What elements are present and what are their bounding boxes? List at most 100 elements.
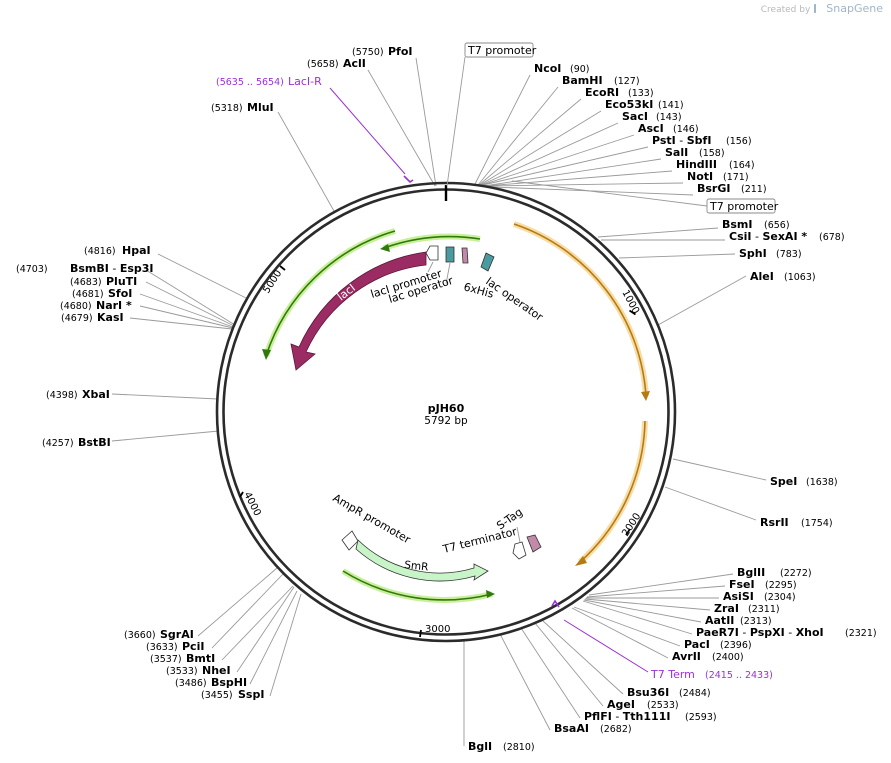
site-enzyme-pcii-0: PciI [182,640,204,653]
restriction-site-bsaai[interactable]: BsaAI(2682) [554,722,632,735]
site-name-sphi: SphI [739,247,767,260]
restriction-site-paer7i[interactable]: PaeR7I - PspXI - XhoI (2321) [696,626,877,639]
site-name-asisi: AsiSI [723,590,754,603]
restriction-site-fsei[interactable]: FseI(2295) [729,578,797,591]
site-position-aatii: (2313) [740,616,772,627]
restriction-site-paci[interactable]: PacI(2396) [684,638,752,651]
site-callout-zrai [584,598,711,611]
restriction-site-sali[interactable]: SalI(158) [665,146,725,159]
restriction-site-bglii[interactable]: BglII(2272) [737,566,812,579]
restriction-site-bsmi[interactable]: BsmI(656) [722,218,790,231]
restriction-site-noti[interactable]: NotI(171) [687,170,749,183]
site-callout-pfoi [415,57,437,187]
t7-terminator-glyph[interactable] [512,541,527,560]
site-enzyme-bsmbi-1: Esp3I [120,262,154,275]
restriction-site-sfoi[interactable]: SfoI(4681) [72,287,132,300]
site-name-kasi: KasI [97,311,124,324]
restriction-site-bmti[interactable]: BmtI(3537) [150,652,215,665]
site-enzyme-ncoi-0: NcoI [534,62,561,75]
s-tag-glyph[interactable] [526,534,542,553]
site-position-psti: (156) [726,136,752,147]
restriction-site-ecori[interactable]: EcoRI(133) [585,86,654,99]
restriction-site-saci[interactable]: SacI(143) [622,110,682,123]
site-enzyme-zrai-0: ZraI [714,602,739,615]
restriction-site-sphi[interactable]: SphI(783) [739,247,802,260]
site-position-csii: (678) [819,232,845,243]
restriction-site-bstbi[interactable]: BstBI(4257) [42,436,111,449]
sixhis-glyph[interactable] [461,247,469,264]
site-enzyme-avrii-0: AvrII [672,650,701,663]
restriction-site-alei[interactable]: AleI(1063) [750,270,816,283]
restriction-site-bamhi[interactable]: BamHI(127) [562,74,640,87]
restriction-site-mlui[interactable]: MluI(5318) [211,101,274,114]
site-enzyme-alei-0: AleI [750,270,774,283]
restriction-site-bsu36i[interactable]: Bsu36I(2484) [627,686,711,699]
restriction-site-bsrgi[interactable]: BsrGI(211) [697,182,767,195]
site-callout-asci [481,134,635,186]
restriction-site-ncoi[interactable]: NcoI(90) [534,62,590,75]
laci-r-glyph[interactable] [403,175,414,184]
t7-term-glyph[interactable] [551,599,560,608]
restriction-site-hindiii[interactable]: HindIII(164) [676,158,755,171]
laci-gene-arrow[interactable] [290,251,427,371]
restriction-site-spei[interactable]: SpeI(1638) [770,475,838,488]
restriction-site-aatii[interactable]: AatII(2313) [705,614,772,627]
restriction-site-bsphi[interactable]: BspHI(3486) [175,676,247,689]
site-name-bmti: BmtI [186,652,215,665]
site-callout-eco53ki [479,110,602,186]
restriction-site-csii[interactable]: CsiI - SexAI * (678) [729,230,845,243]
site-position-hpai: (4816) [84,246,116,257]
site-callout-nhei [236,586,295,673]
site-position-noti: (171) [723,172,749,183]
restriction-site-pfoi[interactable]: PfoI(5750) [352,45,413,58]
restriction-site-sspi[interactable]: SspI(3455) [201,688,264,701]
restriction-site-kasi[interactable]: KasI (4679) [61,311,124,324]
restriction-site-acli[interactable]: AclI(5658) [307,57,366,70]
restriction-site-xbai[interactable]: XbaI(4398) [46,388,110,401]
site-position-kasi: (4679) [61,313,93,324]
restriction-site-sgrai[interactable]: SgrAI(3660) [124,628,194,641]
laci-promoter-glyph[interactable] [425,245,439,261]
restriction-site-asci[interactable]: AscI(146) [638,122,699,135]
site-position-bgli: (2810) [503,742,535,753]
site-callout-sphi [618,253,736,259]
restriction-site-avrii[interactable]: AvrII(2400) [672,650,744,663]
t7-promoter-right-box[interactable] [706,198,776,214]
site-callout-avrii [571,607,669,659]
site-name-csii: CsiI - SexAI * [729,230,807,243]
restriction-site-zrai[interactable]: ZraI (2311) [714,602,780,615]
site-position-zrai: (2311) [748,604,780,615]
restriction-site-agei[interactable]: AgeI(2533) [607,698,679,711]
t7-promoter-top-box[interactable] [464,42,534,58]
restriction-site-asisi[interactable]: AsiSI(2304) [723,590,796,603]
restriction-site-pflfi[interactable]: PflFI - Tth111I(2593) [584,710,717,723]
site-enzyme-psti-1: SbfI [687,134,712,147]
restriction-site-eco53ki[interactable]: Eco53kI(141) [605,98,684,111]
smr-gene-arrow[interactable] [355,539,489,582]
restriction-site-hpai[interactable]: HpaI(4816) [84,244,151,257]
site-enzyme-csii-1: SexAI * [762,230,807,243]
site-callout-lines [111,57,767,746]
restriction-site-nhei[interactable]: NheI(3533) [166,664,231,677]
site-enzyme-bstbi-0: BstBI [78,436,111,449]
site-name-bsphi: BspHI [211,676,247,689]
lac-operator-2-glyph[interactable] [480,252,495,272]
restriction-site-pluti[interactable]: PluTI(4683) [70,275,137,288]
site-position-nari: (4680) [60,301,92,312]
restriction-site-pcii[interactable]: PciI(3633) [146,640,204,653]
site-name-bamhi: BamHI [562,74,603,87]
restriction-site-psti[interactable]: PstI - SbfI(156) [652,134,752,147]
site-enzyme-bglii-0: BglII [737,566,765,579]
site-enzyme-sphi-0: SphI [739,247,767,260]
lac-operator-1-glyph[interactable] [445,246,455,263]
site-name-paer7i: PaeR7I - PspXI - XhoI [696,626,824,639]
restriction-site-bsmbi[interactable]: BsmBI - Esp3I(4703) [16,262,154,275]
restriction-site-nari[interactable]: NarI *(4680) [60,299,132,312]
site-position-paer7i: (2321) [845,628,877,639]
site-position-pflfi: (2593) [685,712,717,723]
site-position-acli: (5658) [307,59,339,70]
restriction-site-bgli[interactable]: BglI(2810) [468,740,535,753]
ampr-promoter-glyph[interactable] [341,530,359,551]
restriction-site-rsrii[interactable]: RsrII(1754) [760,516,833,529]
